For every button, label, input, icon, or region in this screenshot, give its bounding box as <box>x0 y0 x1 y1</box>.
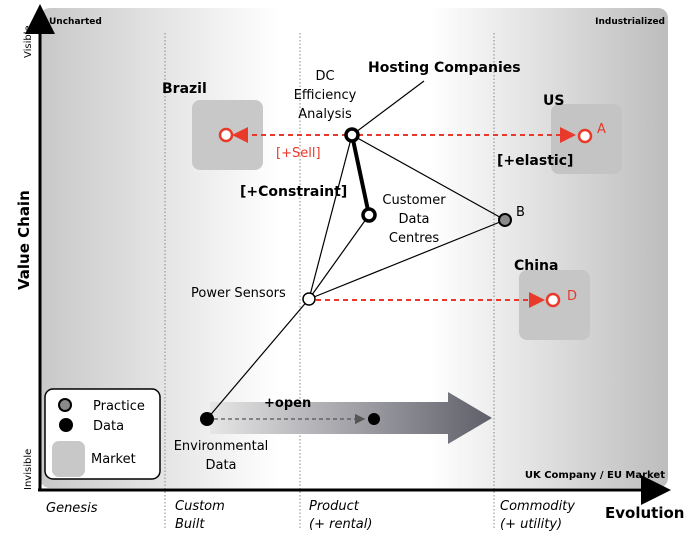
legend-practice-label: Practice <box>93 399 145 414</box>
env-label-1: Environmental <box>174 439 269 454</box>
dc-label-2: Efficiency <box>294 88 357 103</box>
elastic-annotation: [+elastic] <box>497 153 573 169</box>
cdc-label-3: Centres <box>389 231 439 246</box>
stage-custom-2: Built <box>175 517 205 532</box>
china-node-d[interactable] <box>545 292 561 308</box>
open-evolution-arrow <box>210 392 492 444</box>
dc-label-1: DC <box>315 69 334 84</box>
value-chain-label: Value Chain <box>15 190 33 290</box>
env-data-future-node[interactable] <box>368 413 380 425</box>
us-label: US <box>543 93 564 109</box>
link-power-env <box>206 298 310 420</box>
stage-genesis: Genesis <box>46 501 98 516</box>
d-label: D <box>567 289 577 304</box>
industrialized-label: Industrialized <box>595 17 665 27</box>
customer-dc-node[interactable] <box>361 207 377 223</box>
brazil-label: Brazil <box>162 81 207 97</box>
b-label: B <box>516 205 525 220</box>
brazil-node[interactable] <box>218 127 234 143</box>
link-dc-cdc-constraint <box>350 134 371 216</box>
dc-label-3: Analysis <box>298 107 352 122</box>
china-label: China <box>514 258 558 274</box>
us-node-a[interactable] <box>577 128 593 144</box>
invisible-label: Invisible <box>23 449 34 490</box>
stage-product-2: (+ rental) <box>309 517 372 532</box>
legend-data-label: Data <box>93 419 124 434</box>
link-b-power <box>308 219 506 300</box>
stage-commodity-2: (+ utility) <box>500 517 562 532</box>
stage-commodity: Commodity <box>500 499 575 514</box>
link-cdc-power <box>308 214 370 300</box>
legend-market-icon <box>52 441 85 477</box>
env-label-2: Data <box>205 458 236 473</box>
power-sensors-node[interactable] <box>302 292 316 306</box>
a-label: A <box>597 122 606 137</box>
uk-eu-market-label: UK Company / EU Market <box>525 470 665 481</box>
link-dc-b <box>351 134 506 221</box>
hosting-label: Hosting Companies <box>368 60 521 76</box>
stage-custom: Custom <box>175 499 225 514</box>
cdc-label-1: Customer <box>382 193 446 208</box>
stage-product: Product <box>309 499 360 514</box>
legend-market-label: Market <box>91 452 136 467</box>
legend-practice-icon <box>58 398 72 412</box>
visible-label: Visible <box>23 25 34 58</box>
sell-annotation: [+Sell] <box>276 146 321 161</box>
evolution-label: Evolution <box>605 504 684 522</box>
legend: Practice Data Market <box>44 388 161 480</box>
env-data-node[interactable] <box>200 412 214 426</box>
link-dc-power <box>308 134 353 300</box>
power-sensors-label: Power Sensors <box>191 286 286 301</box>
legend-data-icon <box>59 418 73 432</box>
uncharted-label: Uncharted <box>49 17 102 27</box>
cdc-label-2: Data <box>398 212 429 227</box>
link-hosting-dc <box>351 80 425 136</box>
open-annotation: +open <box>264 396 311 411</box>
dc-efficiency-node[interactable] <box>344 127 360 143</box>
practice-node-b[interactable] <box>498 213 512 227</box>
constraint-annotation: [+Constraint] <box>240 184 347 200</box>
